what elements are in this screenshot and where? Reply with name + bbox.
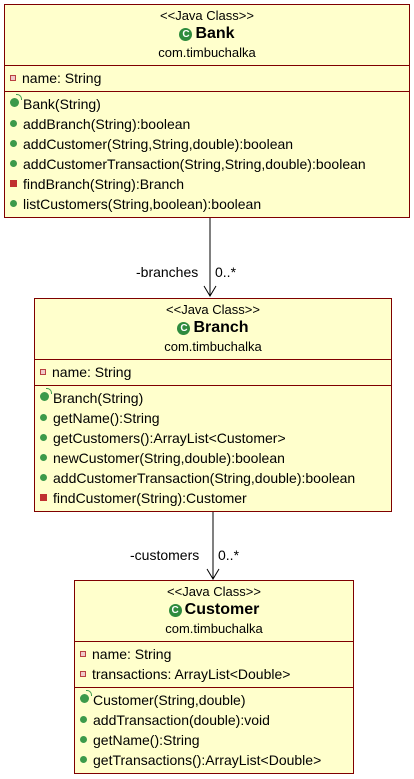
public-method-icon [40,454,47,461]
customer-stereotype: <<Java Class>> [167,584,261,599]
method-row: addCustomerTransaction(String,double):bo… [35,468,391,488]
field-row: name: String [35,362,391,382]
public-method-icon [10,200,17,207]
method-row: getName():String [35,408,391,428]
branch-customer-arrowhead [206,568,220,580]
field-row: name: String [5,68,409,88]
class-icon: C [179,28,193,41]
constructor-icon [10,94,22,107]
public-method-icon [40,414,47,421]
bank-package: com.timbuchalka [158,45,256,60]
method-row: getName():String [75,730,353,750]
method-row: listCustomers(String,boolean):boolean [5,194,409,214]
method-row: findBranch(String):Branch [5,174,409,194]
branch-fields: name: String [35,359,391,385]
customers-multiplicity-label: 0..* [218,547,240,563]
private-method-icon [10,180,17,187]
bank-fields: name: String [5,65,409,91]
public-method-icon [80,736,87,743]
customer-class-name: Customer [184,601,260,618]
field-row: transactions: ArrayList<Double> [75,664,353,684]
public-method-icon [80,716,87,723]
constructor-icon [40,388,52,401]
customer-package: com.timbuchalka [165,621,263,636]
branches-role-label: -branches [136,264,199,280]
field-icon [40,369,46,375]
branches-multiplicity-label: 0..* [215,264,237,280]
field-icon [80,651,86,657]
method-row: Bank(String) [5,94,409,114]
field-icon [10,75,16,81]
bank-methods: Bank(String) addBranch(String):boolean a… [5,91,409,217]
method-row: getTransactions():ArrayList<Double> [75,750,353,770]
method-row: Customer(String,double) [75,690,353,710]
bank-class-name: Bank [195,25,235,42]
branch-package: com.timbuchalka [164,339,262,354]
public-method-icon [10,160,17,167]
private-method-icon [40,494,47,501]
field-icon [80,671,86,677]
method-row: findCustomer(String):Customer [35,488,391,508]
field-row: name: String [75,644,353,664]
public-method-icon [10,120,17,127]
branch-stereotype: <<Java Class>> [166,302,260,317]
bank-branch-arrowhead [203,285,217,297]
constructor-icon [80,690,92,703]
method-row: addBranch(String):boolean [5,114,409,134]
method-row: addTransaction(double):void [75,710,353,730]
method-row: addCustomerTransaction(String,String,dou… [5,154,409,174]
branch-class-name: Branch [193,319,249,336]
public-method-icon [40,474,47,481]
bank-stereotype: <<Java Class>> [160,8,254,23]
customer-methods: Customer(String,double) addTransaction(d… [75,687,353,773]
class-icon: C [177,322,191,335]
method-row: getCustomers():ArrayList<Customer> [35,428,391,448]
customer-fields: name: String transactions: ArrayList<Dou… [75,641,353,687]
public-method-icon [10,140,17,147]
class-icon: C [168,604,182,617]
public-method-icon [80,756,87,763]
public-method-icon [40,434,47,441]
method-row: Branch(String) [35,388,391,408]
method-row: addCustomer(String,String,double):boolea… [5,134,409,154]
customers-role-label: -customers [130,547,200,563]
branch-methods: Branch(String) getName():String getCusto… [35,385,391,511]
method-row: newCustomer(String,double):boolean [35,448,391,468]
